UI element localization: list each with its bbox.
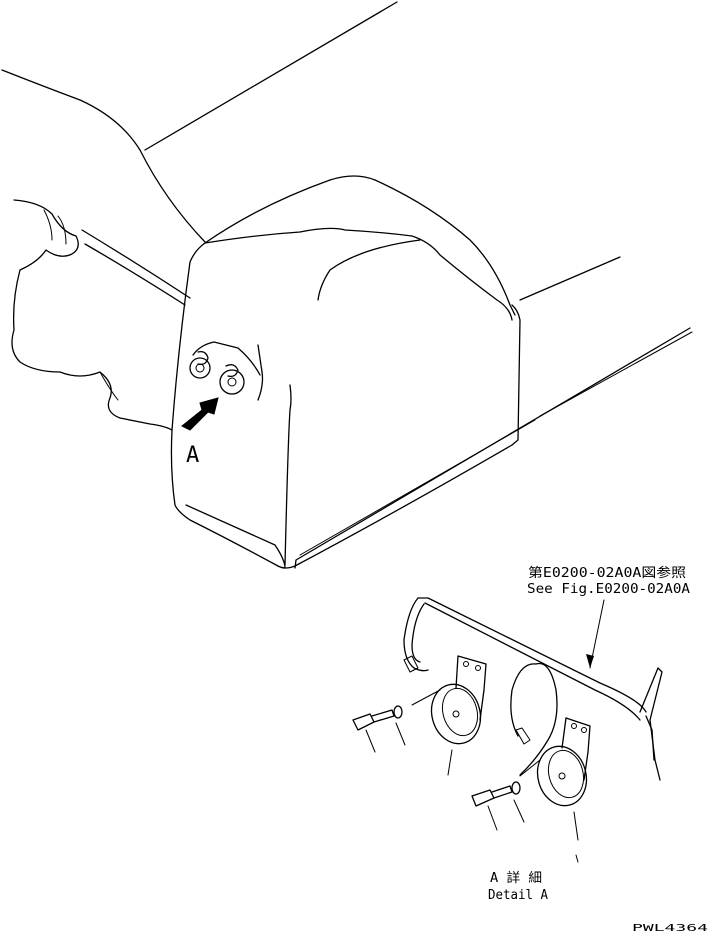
reference-label-jp: 第E0200-02A0A図参照 — [528, 565, 686, 581]
detail-label-jp: A 詳 細 — [490, 870, 542, 886]
view-arrow-icon — [181, 397, 219, 431]
detail-label-en: Detail A — [488, 888, 548, 903]
reference-label-en: See Fig.E0200-02A0A — [527, 582, 690, 597]
view-marker-label: A — [186, 443, 199, 468]
drawing-number: PWL4364 — [632, 923, 708, 934]
machine-body — [1, 1, 693, 569]
horn-assembly-detail — [352, 597, 663, 863]
